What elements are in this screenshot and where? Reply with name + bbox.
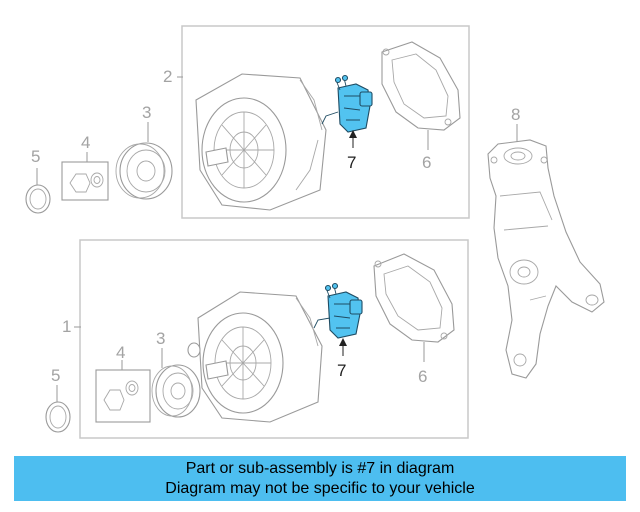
callout-6-lower: 6 [418, 367, 427, 386]
info-banner: Part or sub-assembly is #7 in diagram Di… [14, 456, 626, 501]
lower-alternator [197, 291, 323, 423]
lower-cover [373, 253, 455, 343]
lower-pulley [151, 342, 201, 418]
callout-3-upper: 3 [142, 103, 151, 122]
callout-5-lower: 5 [51, 366, 60, 385]
parts-diagram: 2 6 7 3 [25, 25, 605, 439]
upper-pulley [115, 142, 173, 200]
callout-1: 1 [62, 317, 71, 336]
callout-7-upper: 7 [347, 153, 356, 172]
upper-cover [381, 41, 461, 131]
callout-6-upper: 6 [422, 153, 431, 172]
upper-voltage-regulator [321, 74, 373, 133]
lower-assembly-frame [79, 239, 469, 439]
mounting-bracket [487, 139, 605, 379]
callout-4-lower: 4 [116, 343, 125, 362]
upper-hardware-kit [61, 161, 109, 201]
callout-5-upper: 5 [31, 147, 40, 166]
upper-washer [25, 184, 51, 214]
callout-3-lower: 3 [156, 329, 165, 348]
upper-alternator [195, 73, 327, 211]
callout-7-lower: 7 [337, 361, 346, 380]
upper-assembly-frame [181, 25, 470, 219]
lower-hardware-kit [95, 369, 151, 423]
callout-4-upper: 4 [81, 133, 90, 152]
lower-washer [45, 401, 71, 433]
lower-voltage-regulator [313, 282, 363, 339]
callout-2: 2 [163, 67, 172, 86]
banner-line-1: Part or sub-assembly is #7 in diagram [185, 460, 455, 477]
callout-8: 8 [511, 105, 520, 124]
banner-line-2: Diagram may not be specific to your vehi… [165, 480, 475, 497]
